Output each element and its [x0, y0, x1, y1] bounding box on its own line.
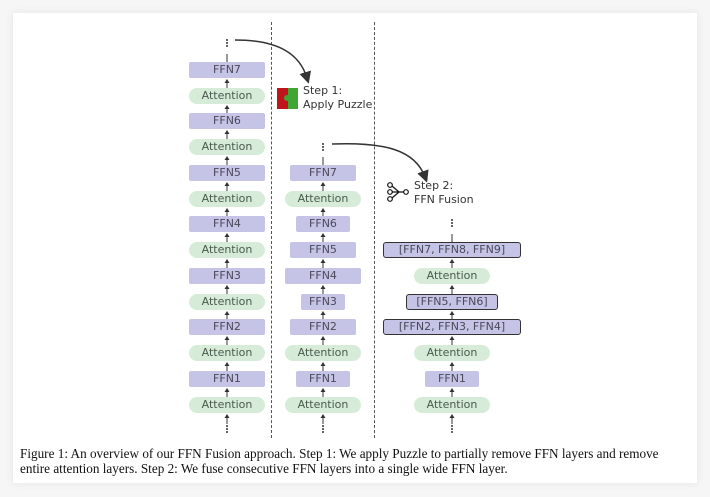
arrowhead: [320, 362, 326, 366]
arrowhead: [449, 259, 455, 263]
step2-title: Step 2:: [414, 179, 454, 192]
ellipsis-dot: [451, 222, 453, 224]
arrowhead: [224, 311, 230, 315]
step1-label: Step 1:Apply Puzzle: [303, 84, 372, 112]
arrowhead: [320, 388, 326, 392]
ffn-block: FFN1: [189, 371, 265, 387]
arrowhead: [224, 233, 230, 237]
arrowhead: [224, 182, 230, 186]
ellipsis-dot: [322, 146, 324, 148]
ellipsis-dot: [322, 143, 324, 145]
step1-arrow: [234, 39, 311, 84]
ellipsis-dot: [451, 428, 453, 430]
attention-block: Attention: [414, 268, 490, 284]
arrowhead: [320, 285, 326, 289]
attention-block: Attention: [285, 191, 361, 207]
ellipsis-dot: [322, 149, 324, 151]
arrowhead: [320, 208, 326, 212]
attention-block: Attention: [189, 294, 265, 310]
arrowhead: [449, 362, 455, 366]
ffn-block: FFN3: [189, 268, 265, 284]
arrowhead: [320, 259, 326, 263]
arrowhead: [224, 130, 230, 134]
puzzle-icon: [277, 88, 298, 109]
arrowhead: [224, 79, 230, 83]
ellipsis-dot: [226, 45, 228, 47]
ffn-block: FFN1: [296, 371, 350, 387]
fused-ffn-block: [FFN2, FFN3, FFN4]: [383, 319, 521, 335]
fused-ffn-block: [FFN5, FFN6]: [406, 294, 498, 310]
ellipsis-dot: [226, 428, 228, 430]
attention-block: Attention: [285, 345, 361, 361]
ellipsis-dot: [226, 39, 228, 41]
fork-icon: [387, 182, 409, 202]
arrowhead: [224, 105, 230, 109]
ellipsis-dot: [322, 425, 324, 427]
arrowhead: [320, 233, 326, 237]
attention-block: Attention: [189, 242, 265, 258]
ellipsis-dot: [322, 428, 324, 430]
attention-block: Attention: [189, 139, 265, 155]
step2-arrow: [331, 142, 429, 183]
ffn-block: FFN5: [189, 165, 265, 181]
attention-block: Attention: [189, 191, 265, 207]
arrowhead: [224, 362, 230, 366]
arrowhead: [224, 388, 230, 392]
attention-block: Attention: [189, 345, 265, 361]
arrowhead: [224, 208, 230, 212]
arrowhead: [224, 259, 230, 263]
ffn-block: FFN2: [189, 319, 265, 335]
ellipsis-dot: [451, 219, 453, 221]
arrowhead: [449, 388, 455, 392]
ellipsis-dot: [451, 225, 453, 227]
arrowhead: [449, 285, 455, 289]
ellipsis-dot: [226, 431, 228, 433]
figure-caption: Figure 1: An overview of our FFN Fusion …: [20, 446, 659, 476]
attention-block: Attention: [414, 397, 490, 413]
ffn-block: FFN1: [425, 371, 479, 387]
attention-block: Attention: [414, 345, 490, 361]
arrowhead: [224, 336, 230, 340]
arrowhead: [449, 414, 455, 418]
step2-subtitle: FFN Fusion: [414, 193, 474, 206]
attention-block: Attention: [189, 88, 265, 104]
ffn-block: FFN5: [290, 242, 356, 258]
ellipsis-dot: [226, 42, 228, 44]
arrowhead: [320, 311, 326, 315]
ffn-block: FFN7: [189, 62, 265, 78]
step2-label: Step 2:FFN Fusion: [414, 179, 474, 207]
arrowhead: [224, 414, 230, 418]
arrowhead: [320, 414, 326, 418]
fused-ffn-block: [FFN7, FFN8, FFN9]: [383, 242, 521, 258]
ffn-block: FFN6: [296, 216, 350, 232]
arrowhead: [320, 182, 326, 186]
divider-left: [271, 22, 272, 438]
divider-right: [374, 22, 375, 438]
ffn-block: FFN7: [290, 165, 356, 181]
arrowhead: [224, 156, 230, 160]
arrowhead: [224, 285, 230, 289]
ellipsis-dot: [226, 425, 228, 427]
arrowhead: [449, 336, 455, 340]
arrowhead: [320, 336, 326, 340]
ffn-block: FFN3: [301, 294, 345, 310]
attention-block: Attention: [285, 397, 361, 413]
step1-subtitle: Apply Puzzle: [303, 98, 373, 111]
ffn-block: FFN6: [189, 113, 265, 129]
step1-title: Step 1:: [303, 84, 343, 97]
ffn-block: FFN2: [290, 319, 356, 335]
ellipsis-dot: [451, 431, 453, 433]
ellipsis-dot: [322, 431, 324, 433]
ffn-block: FFN4: [189, 216, 265, 232]
arrowhead: [449, 311, 455, 315]
ffn-block: FFN4: [285, 268, 361, 284]
ellipsis-dot: [451, 425, 453, 427]
attention-block: Attention: [189, 397, 265, 413]
